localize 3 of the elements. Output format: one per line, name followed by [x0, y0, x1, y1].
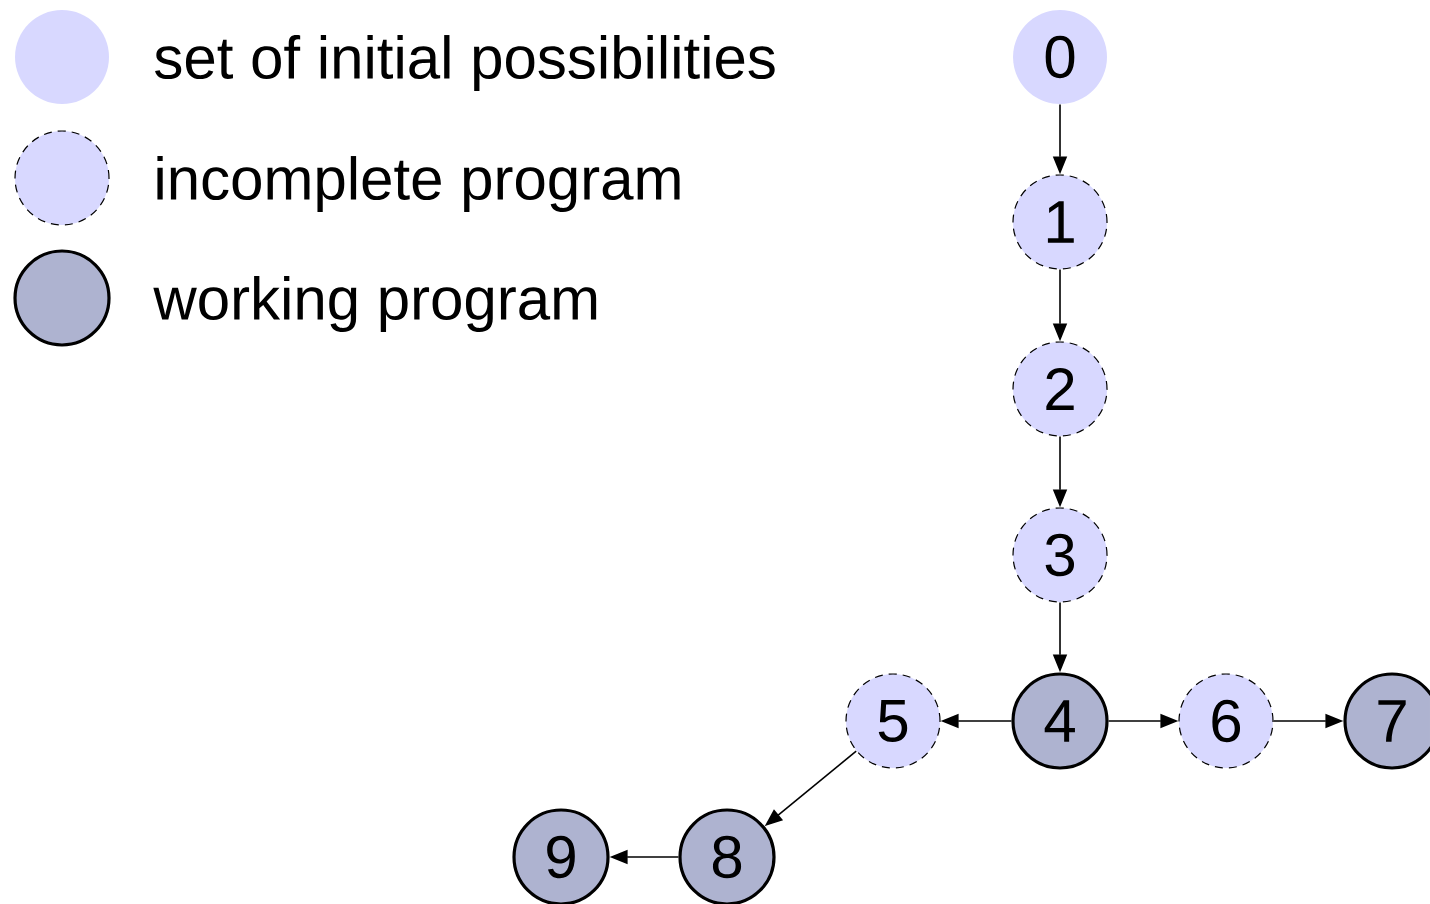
legend-label: set of initial possibilities: [155, 35, 775, 91]
legend-label: working program: [153, 276, 597, 332]
legend-label: incomplete program: [157, 156, 680, 212]
